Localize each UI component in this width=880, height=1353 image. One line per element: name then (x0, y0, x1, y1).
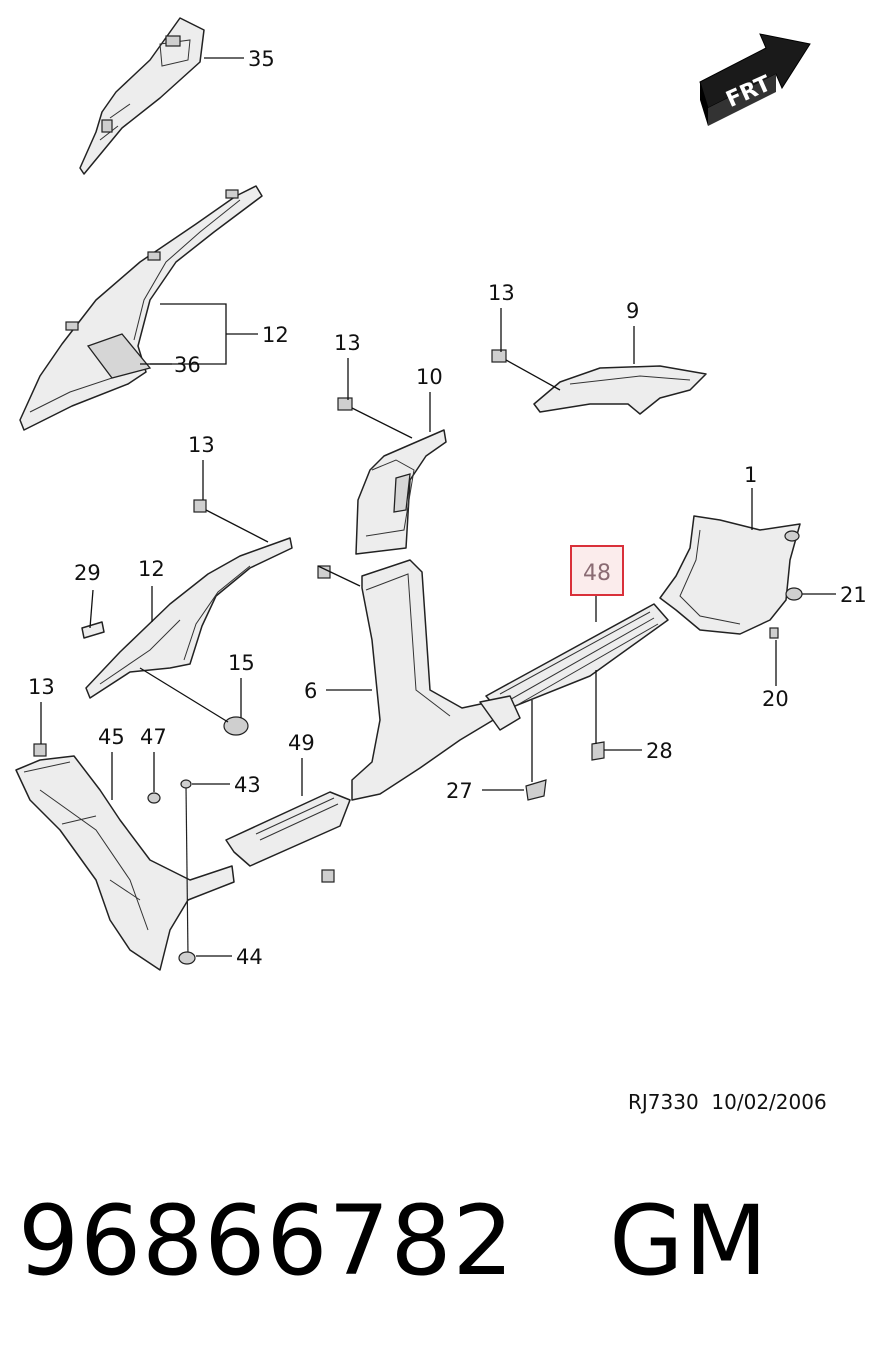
leader-lines (40, 57, 836, 957)
callout-44: 44 (236, 945, 263, 969)
part-48-sill-plate (479, 603, 669, 801)
part-21-screw (785, 587, 803, 601)
part-number: 96866782 (18, 1185, 515, 1297)
callout-13-a: 13 (488, 281, 515, 305)
callout-12-upper: 12 (262, 323, 289, 347)
callout-9: 9 (626, 299, 639, 323)
part-21-screw-top (784, 530, 800, 542)
callout-1: 1 (744, 463, 757, 487)
part-20-screw (769, 627, 779, 639)
part-12-upper-trim (19, 185, 263, 431)
part-9-trim (491, 349, 707, 415)
part-15-clip (223, 716, 249, 736)
callout-49: 49 (288, 731, 315, 755)
callout-27: 27 (446, 779, 473, 803)
callout-48: 48 (583, 561, 611, 586)
part-35-pillar-trim (79, 17, 205, 175)
callout-13-b: 13 (334, 331, 361, 355)
part-1-quarter-trim (659, 515, 803, 639)
callout-13-c: 13 (188, 433, 215, 457)
front-direction-arrow: FRT (699, 33, 811, 126)
part-28-clip (591, 741, 605, 761)
callout-15: 15 (228, 651, 255, 675)
callout-13-d: 13 (28, 675, 55, 699)
part-27-clip (525, 779, 547, 801)
part-45-lower-trim (15, 743, 235, 971)
part-10-pillar-upper (337, 397, 447, 555)
part-29-pad (81, 621, 105, 639)
callout-20: 20 (762, 687, 789, 711)
callout-labels: 35 12 36 13 9 13 10 13 1 21 29 12 15 6 2… (28, 47, 867, 969)
drawing-reference: RJ7330 10/02/2006 (628, 1090, 827, 1114)
callout-21: 21 (840, 583, 867, 607)
callout-45: 45 (98, 725, 125, 749)
callout-36: 36 (174, 353, 201, 377)
callout-12-lower: 12 (138, 557, 165, 581)
brand-name: GM (609, 1185, 769, 1297)
part-47-clip (147, 792, 161, 804)
highlighted-callout-48[interactable]: 48 (570, 545, 624, 596)
callout-35: 35 (248, 47, 275, 71)
callout-47: 47 (140, 725, 167, 749)
callout-6: 6 (304, 679, 317, 703)
part-6-pillar-lower (317, 559, 501, 801)
callout-43: 43 (234, 773, 261, 797)
part-44-screw (178, 951, 196, 965)
callout-29: 29 (74, 561, 101, 585)
part-12-lower-trim (81, 499, 293, 736)
part-49-sill-plate (178, 779, 351, 965)
part-number-footer: 96866782 GM (18, 1185, 768, 1297)
part-43-screw (180, 779, 192, 789)
callout-28: 28 (646, 739, 673, 763)
callout-10: 10 (416, 365, 443, 389)
